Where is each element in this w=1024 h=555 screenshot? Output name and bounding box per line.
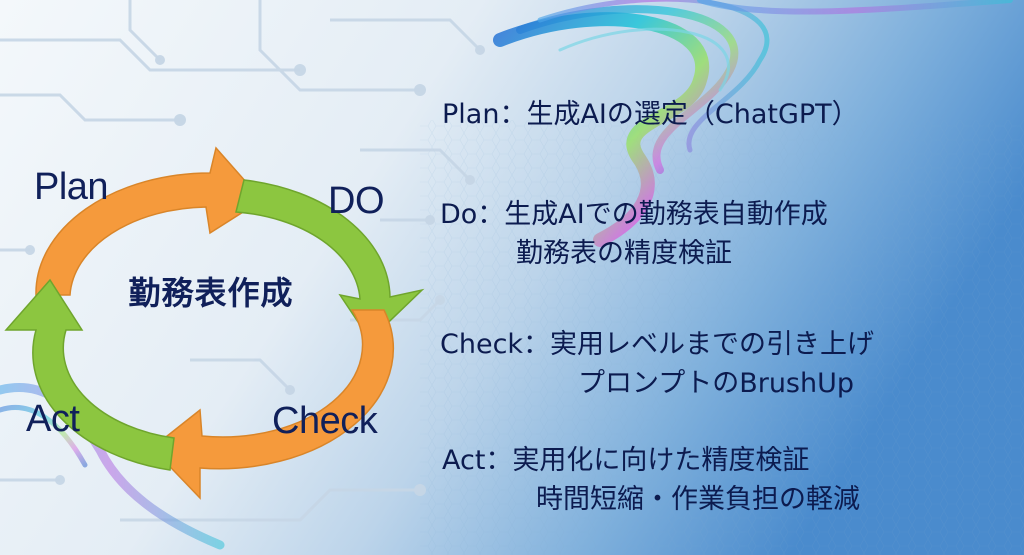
check-description-line: プロンプトのBrushUp — [578, 368, 855, 399]
do-label: DO — [328, 180, 385, 222]
check-label: Check — [272, 400, 378, 442]
plan-description-line: Plan：生成AIの選定（ChatGPT） — [442, 99, 859, 130]
check-arrow — [150, 309, 395, 500]
plan-arrow — [35, 146, 264, 296]
do-description: Do：生成AIでの勤務表自動作成 勤務表の精度検証 — [440, 195, 828, 273]
plan-label: Plan — [34, 166, 109, 208]
plan-description: Plan：生成AIの選定（ChatGPT） — [442, 95, 859, 134]
do-arrow — [235, 179, 425, 342]
cycle-center-title: 勤務表作成 — [128, 274, 294, 312]
do-description-line: 勤務表の精度検証 — [516, 238, 732, 269]
act-arrow — [4, 278, 175, 471]
do-description-line: Do：生成AIでの勤務表自動作成 — [440, 199, 828, 230]
check-description: Check：実用レベルまでの引き上げ プロンプトのBrushUp — [440, 325, 874, 403]
act-description-line: Act：実用化に向けた精度検証 — [442, 445, 810, 476]
check-description-line: Check：実用レベルまでの引き上げ — [440, 329, 875, 360]
act-description: Act：実用化に向けた精度検証 時間短縮・作業負担の軽減 — [442, 441, 860, 519]
act-label: Act — [26, 398, 80, 440]
act-description-line: 時間短縮・作業負担の軽減 — [536, 484, 860, 515]
cycle-arrows — [4, 146, 425, 500]
